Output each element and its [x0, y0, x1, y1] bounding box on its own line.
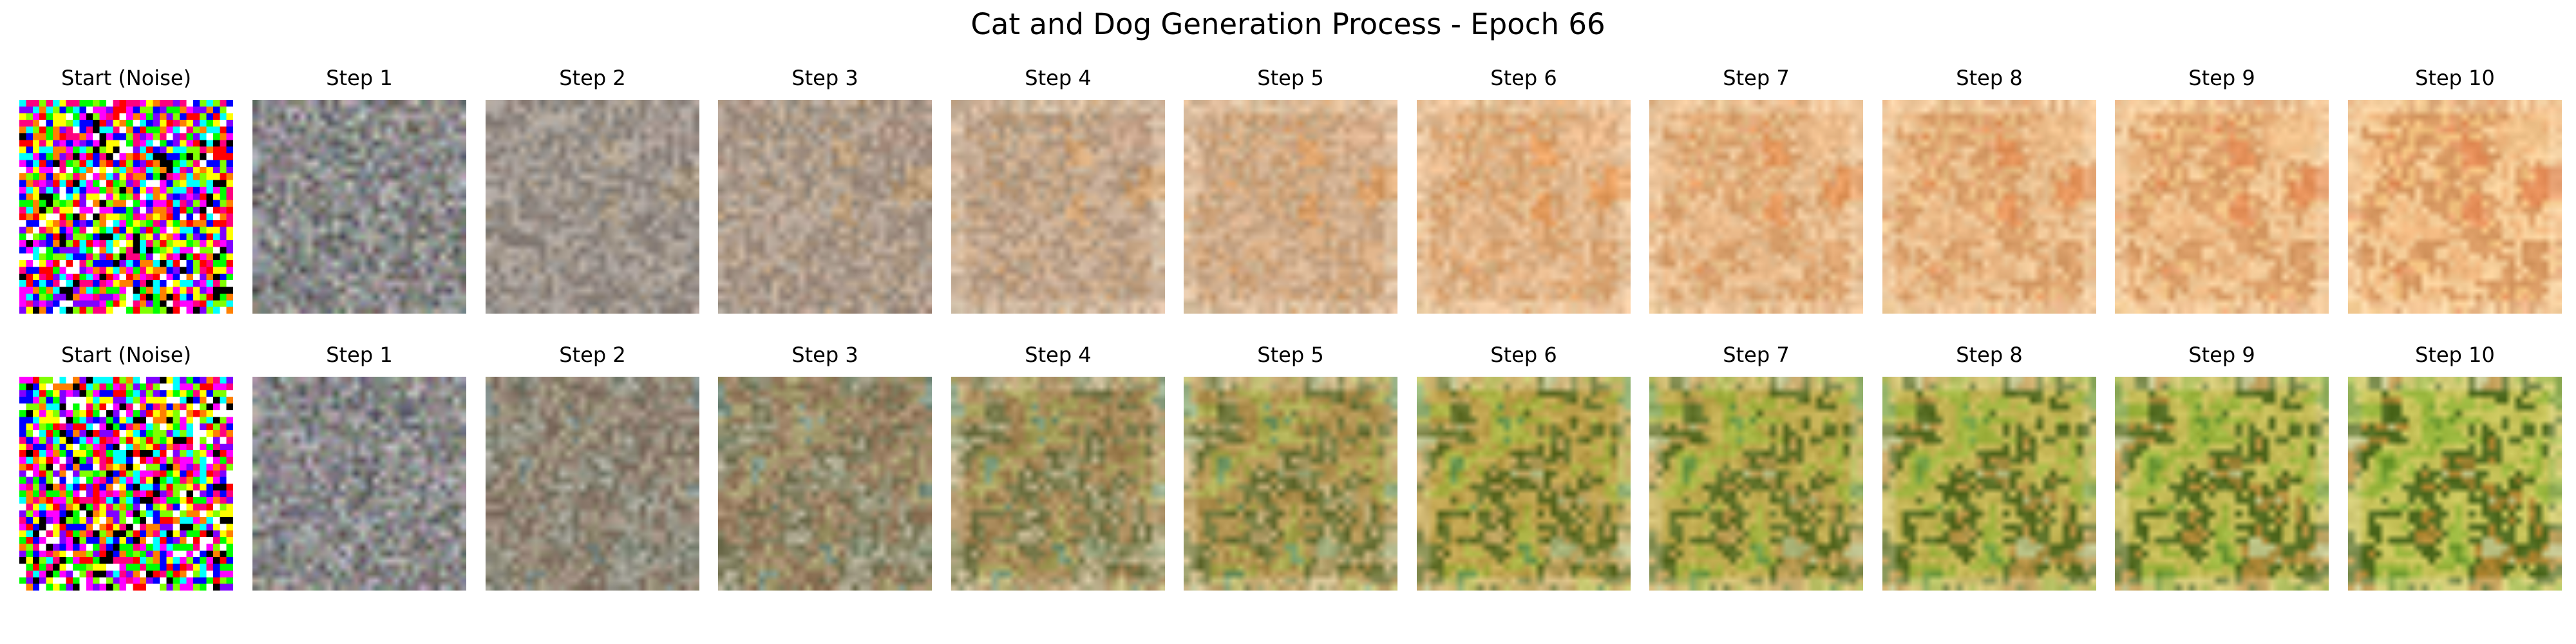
figure-title: Cat and Dog Generation Process - Epoch 6…	[971, 7, 1605, 41]
generated-image	[1417, 100, 1631, 314]
panel-label: Step 4	[1025, 66, 1092, 90]
panel-step-6: Step 6	[1417, 341, 1631, 591]
panel-label: Step 4	[1025, 343, 1092, 367]
panel-label: Step 8	[1956, 66, 2023, 90]
panel-step-10: Step 10	[2348, 64, 2562, 314]
panel-start-noise: Start (Noise)	[19, 64, 233, 314]
panel-label: Step 6	[1490, 343, 1557, 367]
generated-image	[1882, 377, 2096, 591]
panel-step-1: Step 1	[252, 341, 466, 591]
panel-label: Step 5	[1257, 66, 1324, 90]
panel-step-3: Step 3	[718, 64, 932, 314]
panel-label: Step 7	[1723, 66, 1790, 90]
generated-image	[2348, 377, 2562, 591]
panel-step-8: Step 8	[1882, 64, 2096, 314]
panel-step-5: Step 5	[1184, 64, 1397, 314]
panel-label: Step 7	[1723, 343, 1790, 367]
panel-step-5: Step 5	[1184, 341, 1397, 591]
panel-step-3: Step 3	[718, 341, 932, 591]
generated-image	[2348, 100, 2562, 314]
panel-label: Start (Noise)	[61, 343, 192, 367]
panel-step-9: Step 9	[2115, 64, 2329, 314]
panel-label: Step 3	[791, 343, 858, 367]
panel-step-9: Step 9	[2115, 341, 2329, 591]
sample-row-2: Start (Noise) Step 1 Step 2 Step 3 Step …	[0, 341, 2576, 591]
generated-image	[1184, 100, 1397, 314]
generated-image	[1882, 100, 2096, 314]
panel-step-8: Step 8	[1882, 341, 2096, 591]
panel-step-7: Step 7	[1649, 64, 1863, 314]
generated-image	[718, 377, 932, 591]
generated-image	[1649, 377, 1863, 591]
generated-image	[252, 377, 466, 591]
generated-image	[1649, 100, 1863, 314]
panel-step-1: Step 1	[252, 64, 466, 314]
panel-step-2: Step 2	[486, 64, 699, 314]
panel-label: Step 10	[2415, 343, 2495, 367]
panel-label: Step 10	[2415, 66, 2495, 90]
sample-row-1: Start (Noise) Step 1 Step 2 Step 3 Step …	[0, 64, 2576, 314]
panel-step-7: Step 7	[1649, 341, 1863, 591]
noise-image	[19, 377, 233, 591]
generated-image	[2115, 377, 2329, 591]
noise-image	[19, 100, 233, 314]
generated-image	[951, 100, 1165, 314]
generated-image	[252, 100, 466, 314]
panel-step-6: Step 6	[1417, 64, 1631, 314]
panel-label: Step 2	[559, 343, 626, 367]
panel-step-4: Step 4	[951, 341, 1165, 591]
generated-image	[2115, 100, 2329, 314]
panel-label: Start (Noise)	[61, 66, 192, 90]
panel-label: Step 6	[1490, 66, 1557, 90]
panel-label: Step 9	[2188, 343, 2255, 367]
panel-step-4: Step 4	[951, 64, 1165, 314]
panel-label: Step 9	[2188, 66, 2255, 90]
generated-image	[718, 100, 932, 314]
panel-start-noise: Start (Noise)	[19, 341, 233, 591]
generated-image	[486, 377, 699, 591]
generated-image	[951, 377, 1165, 591]
panel-label: Step 8	[1956, 343, 2023, 367]
generated-image	[486, 100, 699, 314]
panel-label: Step 5	[1257, 343, 1324, 367]
panel-label: Step 1	[326, 343, 393, 367]
generated-image	[1417, 377, 1631, 591]
panel-label: Step 3	[791, 66, 858, 90]
panel-step-10: Step 10	[2348, 341, 2562, 591]
panel-label: Step 2	[559, 66, 626, 90]
panel-label: Step 1	[326, 66, 393, 90]
generated-image	[1184, 377, 1397, 591]
panel-step-2: Step 2	[486, 341, 699, 591]
